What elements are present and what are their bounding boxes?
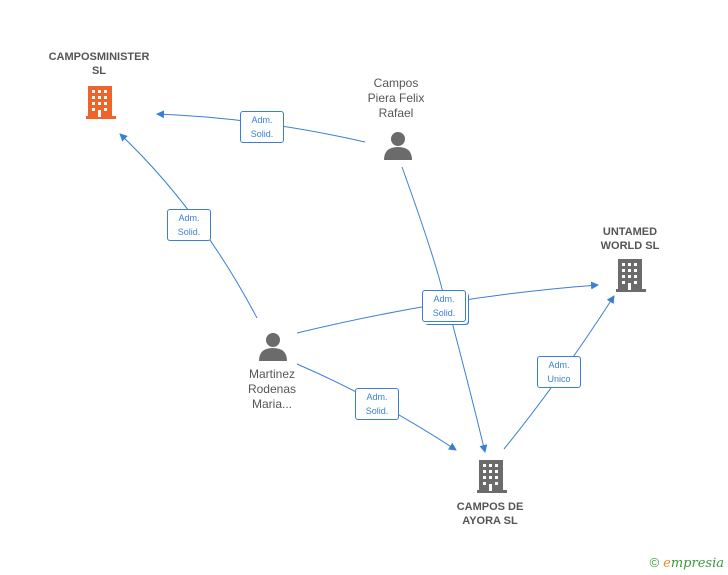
- campos-piera-label-line1: Campos: [373, 76, 419, 90]
- campos-ayora-building-icon[interactable]: [477, 460, 507, 493]
- untamed-label-line1: UNTAMED: [602, 226, 658, 238]
- edge-shared-ayora: [451, 321, 488, 453]
- edge-label-line1: Adm.: [433, 294, 455, 304]
- campos-ayora-label-line2: AYORA SL: [462, 515, 518, 527]
- campos-ayora-label[interactable]: CAMPOS DE AYORA SL: [440, 500, 540, 528]
- martinez-label[interactable]: Martinez Rodenas Maria...: [222, 367, 322, 412]
- camposminister-label-line1: CAMPOSMINISTER: [48, 51, 150, 63]
- untamed-label-line2: WORLD SL: [600, 240, 660, 252]
- campos-piera-label[interactable]: Campos Piera Felix Rafael: [346, 76, 446, 121]
- edge-label-shared[interactable]: Adm. Solid.: [422, 290, 466, 322]
- edge-label-line2: Solid.: [432, 308, 456, 318]
- edge-label-martinez-ayora[interactable]: Adm. Solid.: [355, 388, 399, 420]
- camposminister-label-line2: SL: [91, 65, 107, 77]
- edge-label-piera-camposminister[interactable]: Adm. Solid.: [240, 111, 284, 143]
- edge-label-line2: Unico: [547, 374, 571, 384]
- campos-piera-label-line3: Rafael: [378, 106, 414, 120]
- campos-piera-label-line2: Piera Felix: [367, 91, 425, 105]
- copyright-symbol: ©: [649, 555, 660, 570]
- camposminister-label[interactable]: CAMPOSMINISTER SL: [28, 50, 170, 78]
- martinez-label-line1: Martinez: [248, 367, 295, 381]
- edge-label-line2: Solid.: [177, 227, 201, 237]
- brand-e: e: [663, 556, 671, 571]
- edge-label-line1: Adm.: [178, 213, 200, 223]
- edge-label-line1: Adm.: [251, 115, 273, 125]
- edge-label-line1: Adm.: [366, 392, 388, 402]
- edge-label-line1: Adm.: [548, 360, 570, 370]
- martinez-label-line3: Maria...: [251, 397, 292, 411]
- piera-person-icon[interactable]: [384, 132, 412, 160]
- edge-label-line2: Solid.: [250, 129, 274, 139]
- camposminister-building-icon[interactable]: [86, 86, 116, 119]
- brand-rest: mpresia: [670, 556, 724, 571]
- untamed-building-icon[interactable]: [616, 259, 646, 292]
- edge-label-martinez-camposminister[interactable]: Adm. Solid.: [167, 209, 211, 241]
- untamed-label[interactable]: UNTAMED WORLD SL: [580, 225, 680, 253]
- edge-label-ayora-untamed[interactable]: Adm. Unico: [537, 356, 581, 388]
- campos-ayora-label-line1: CAMPOS DE: [456, 501, 524, 513]
- edge-label-line2: Solid.: [365, 406, 389, 416]
- martinez-person-icon[interactable]: [259, 333, 287, 361]
- martinez-label-line2: Rodenas: [247, 382, 297, 396]
- empresia-brand: ©empresia: [650, 555, 724, 571]
